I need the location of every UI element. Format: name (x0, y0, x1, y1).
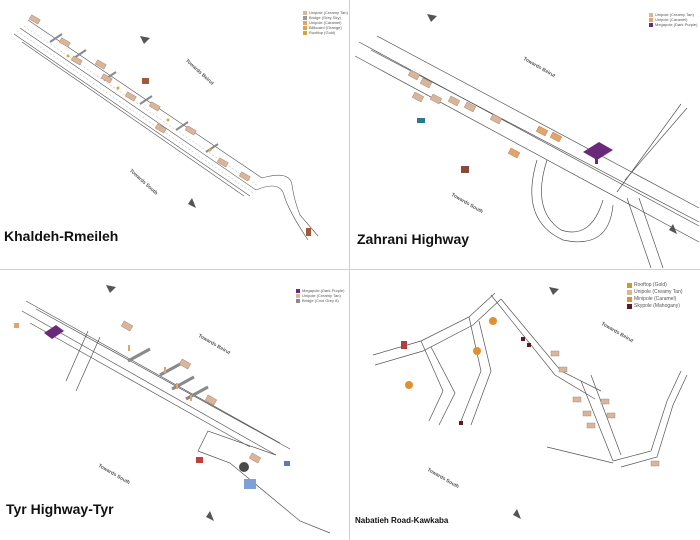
legend-swatch (303, 10, 307, 15)
legend-swatch (296, 298, 300, 303)
legend-item: Rooftop (Gold) (303, 30, 348, 35)
nabatieh-map-svg (372, 287, 688, 519)
legend-swatch (649, 12, 653, 17)
khaldeh-map-svg (13, 14, 319, 241)
tyr-legend: Megapole (Dark Purple) Unipole (Creamy T… (296, 288, 344, 303)
legend-item: Unipole (Creamy Tan) (627, 289, 683, 296)
legend-item: Minipole (Caramel) (627, 296, 683, 303)
vertical-divider (349, 0, 350, 540)
legend-item: Unipole (Creamy Tan) (649, 12, 697, 17)
legend-label: Bridge (Cool Grey 8) (302, 298, 339, 303)
legend-item: Megapole (Dark Purple) (296, 288, 344, 293)
legend-label: Billboard (Orange) (309, 25, 342, 30)
legend-item: Billboard (Orange) (303, 25, 348, 30)
legend-swatch (296, 293, 300, 298)
legend-label: Unipole (Creamy Tan) (634, 289, 683, 295)
legend-item: Megapole (Dark Purple) (649, 22, 697, 27)
legend-swatch (627, 297, 632, 302)
horizontal-divider (0, 269, 700, 270)
legend-label: Rooftop (Gold) (634, 282, 667, 288)
legend-swatch (303, 30, 307, 35)
legend-swatch (627, 283, 632, 288)
zahrani-map-svg (354, 14, 699, 268)
legend-label: Unipole (Caramel) (309, 20, 342, 25)
legend-swatch (649, 22, 653, 27)
legend-swatch (649, 17, 653, 22)
legend-swatch (303, 25, 307, 30)
panel-title: Tyr Highway-Tyr (6, 501, 114, 517)
legend-item: Unipole (Caramel) (303, 20, 348, 25)
panel-title: Nabatieh Road-Kawkaba (355, 516, 449, 525)
legend-swatch (303, 15, 307, 20)
panel-zahrani-highway: Unipole (Creamy Tan) Unipole (Caramel) M… (351, 0, 699, 268)
legend-item: Unipole (Caramel) (649, 17, 697, 22)
legend-label: Megapole (Dark Purple) (655, 22, 698, 27)
tyr-map-svg (14, 285, 331, 534)
legend-label: Rooftop (Gold) (309, 30, 336, 35)
legend-swatch (627, 304, 632, 309)
zahrani-legend: Unipole (Creamy Tan) Unipole (Caramel) M… (649, 12, 697, 27)
legend-item: Bridge (Cool Grey 8) (296, 298, 344, 303)
panel-tyr-highway: Megapole (Dark Purple) Unipole (Creamy T… (0, 271, 348, 539)
legend-label: Skypole (Mahogany) (634, 303, 680, 309)
legend-swatch (627, 290, 632, 295)
legend-item: Unipole (Creamy Tan) (303, 10, 348, 15)
nabatieh-legend: Rooftop (Gold) Unipole (Creamy Tan) Mini… (627, 282, 683, 310)
legend-label: Unipole (Creamy Tan) (655, 12, 694, 17)
legend-label: Unipole (Creamy Tan) (309, 10, 348, 15)
legend-item: Unipole (Creamy Tan) (296, 293, 344, 298)
legend-label: Unipole (Caramel) (655, 17, 688, 22)
panel-title: Khaldeh-Rmeileh (4, 228, 119, 244)
legend-item: Rooftop (Gold) (627, 282, 683, 289)
legend-label: Bridge (Grey Sky) (309, 15, 341, 20)
panel-nabatieh-road: Rooftop (Gold) Unipole (Creamy Tan) Mini… (351, 271, 699, 539)
panel-khaldeh-rmeileh: Unipole (Creamy Tan) Bridge (Grey Sky) U… (0, 0, 348, 268)
legend-label: Megapole (Dark Purple) (302, 288, 345, 293)
legend-swatch (303, 20, 307, 25)
legend-label: Minipole (Caramel) (634, 296, 677, 302)
legend-item: Bridge (Grey Sky) (303, 15, 348, 20)
legend-label: Unipole (Creamy Tan) (302, 293, 341, 298)
legend-item: Skypole (Mahogany) (627, 303, 683, 310)
panel-title: Zahrani Highway (357, 231, 470, 247)
khaldeh-legend: Unipole (Creamy Tan) Bridge (Grey Sky) U… (303, 10, 348, 35)
legend-swatch (296, 288, 300, 293)
